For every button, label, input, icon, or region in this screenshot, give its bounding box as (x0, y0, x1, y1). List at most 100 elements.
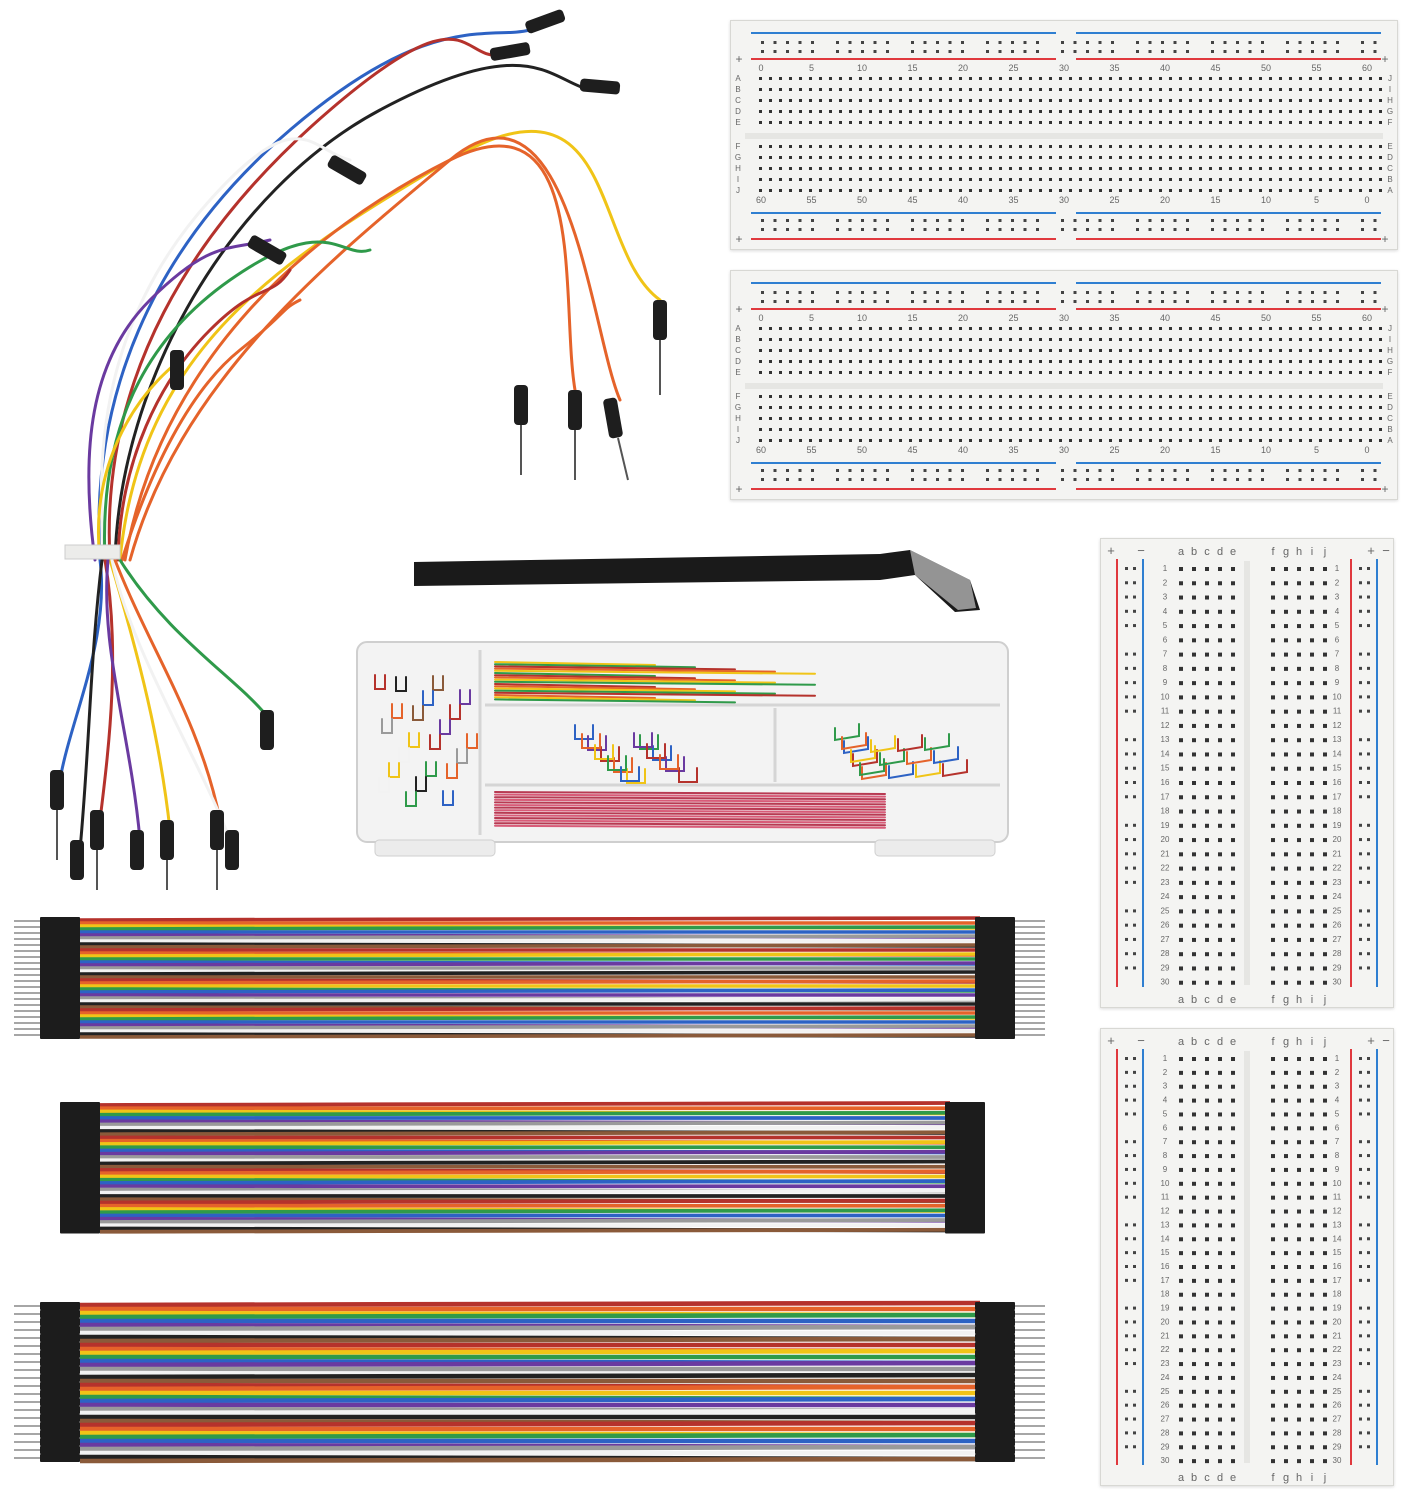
column-letter: f (1271, 994, 1275, 1006)
row-letter: D (735, 357, 741, 366)
row-number: 22 (1161, 864, 1170, 873)
row-letter: I (1389, 85, 1391, 94)
row-number: 24 (1333, 1373, 1342, 1382)
row-number: 29 (1333, 1442, 1342, 1451)
row-number: 27 (1333, 1415, 1342, 1424)
column-letter: i (1311, 1036, 1313, 1048)
rail-plus-label: + (1381, 482, 1388, 496)
column-letter: i (1311, 994, 1313, 1006)
row-number: 13 (1161, 735, 1170, 744)
column-number: 20 (958, 63, 968, 73)
column-letter: i (1311, 546, 1313, 558)
row-number: 2 (1335, 578, 1340, 587)
row-number: 5 (1335, 621, 1340, 630)
rail-plus-label: + (1381, 232, 1388, 246)
row-number: 6 (1163, 1123, 1168, 1132)
row-letter: B (1387, 425, 1392, 434)
row-number: 8 (1163, 1151, 1168, 1160)
rail-plus-label: + (735, 52, 742, 66)
ribbon-cable-female-female (30, 1080, 1030, 1260)
column-letter: g (1283, 1036, 1289, 1048)
column-letter: g (1283, 994, 1289, 1006)
column-number: 15 (907, 313, 917, 323)
ribbon-cable-male-male (10, 895, 1060, 1065)
row-number: 1 (1335, 1054, 1340, 1063)
row-number: 5 (1163, 1109, 1168, 1118)
column-number: 55 (1311, 63, 1321, 73)
row-letter: C (735, 96, 741, 105)
column-letter: e (1230, 1472, 1236, 1484)
row-number: 28 (1161, 949, 1170, 958)
row-number: 18 (1333, 1290, 1342, 1299)
column-number: 60 (1362, 313, 1372, 323)
row-letter: F (736, 142, 741, 151)
row-number: 8 (1335, 1151, 1340, 1160)
column-letter: h (1296, 1036, 1302, 1048)
column-letter: a (1178, 1036, 1185, 1048)
row-letter: H (1387, 346, 1393, 355)
row-number: 23 (1333, 878, 1342, 887)
row-letter: J (736, 436, 740, 445)
row-number: 18 (1161, 1290, 1170, 1299)
row-number: 19 (1161, 821, 1170, 830)
row-number: 7 (1163, 1137, 1168, 1146)
row-letter: D (735, 107, 741, 116)
row-letter: I (737, 425, 739, 434)
row-letter: E (735, 368, 740, 377)
row-letter: D (1387, 403, 1393, 412)
column-letter: j (1323, 994, 1326, 1006)
column-number: 45 (907, 195, 917, 205)
row-number: 21 (1333, 849, 1342, 858)
column-letter: e (1230, 994, 1236, 1006)
row-letter: A (1387, 186, 1393, 195)
row-number: 13 (1333, 1220, 1342, 1229)
row-letter: B (735, 85, 740, 94)
column-number: 25 (1109, 445, 1119, 455)
row-number: 24 (1333, 892, 1342, 901)
column-number: 20 (1160, 445, 1170, 455)
row-letter: J (1388, 324, 1392, 333)
column-number: 35 (1109, 63, 1119, 73)
row-number: 15 (1161, 764, 1170, 773)
row-letter: E (1387, 392, 1392, 401)
row-number: 7 (1335, 1137, 1340, 1146)
column-number: 0 (1364, 445, 1369, 455)
row-number: 28 (1333, 1428, 1342, 1437)
row-number: 28 (1161, 1428, 1170, 1437)
row-number: 12 (1161, 1207, 1170, 1216)
column-number: 35 (1008, 195, 1018, 205)
row-letter: H (735, 164, 741, 173)
column-letter: h (1296, 546, 1302, 558)
row-letter: B (735, 335, 740, 344)
rail-minus-label: − (1382, 1033, 1390, 1048)
row-number: 20 (1333, 835, 1342, 844)
column-letter: f (1271, 1472, 1275, 1484)
column-letter: b (1191, 1036, 1197, 1048)
column-number: 35 (1109, 313, 1119, 323)
row-letter: G (1387, 357, 1393, 366)
jumper-wire-bundle-drawing (50, 9, 667, 890)
row-number: 17 (1161, 792, 1170, 801)
column-letter: e (1230, 1036, 1236, 1048)
column-letter: d (1217, 546, 1223, 558)
ribbon-cable-male-female-drawing (14, 1300, 1045, 1464)
row-number: 14 (1333, 1234, 1342, 1243)
column-number: 15 (907, 63, 917, 73)
row-number: 12 (1333, 1207, 1342, 1216)
row-number: 7 (1335, 650, 1340, 659)
row-number: 29 (1161, 963, 1170, 972)
column-number: 50 (1261, 313, 1271, 323)
column-number: 30 (1059, 445, 1069, 455)
row-number: 6 (1163, 635, 1168, 644)
column-number: 55 (1311, 313, 1321, 323)
row-letter: G (1387, 107, 1393, 116)
rail-minus-label: − (1137, 1033, 1145, 1048)
column-letter: d (1217, 1036, 1223, 1048)
column-number: 5 (1314, 195, 1319, 205)
row-letter: I (1389, 335, 1391, 344)
row-letter: C (1387, 164, 1393, 173)
jumper-wire-kit-box-drawing (356, 641, 1009, 857)
